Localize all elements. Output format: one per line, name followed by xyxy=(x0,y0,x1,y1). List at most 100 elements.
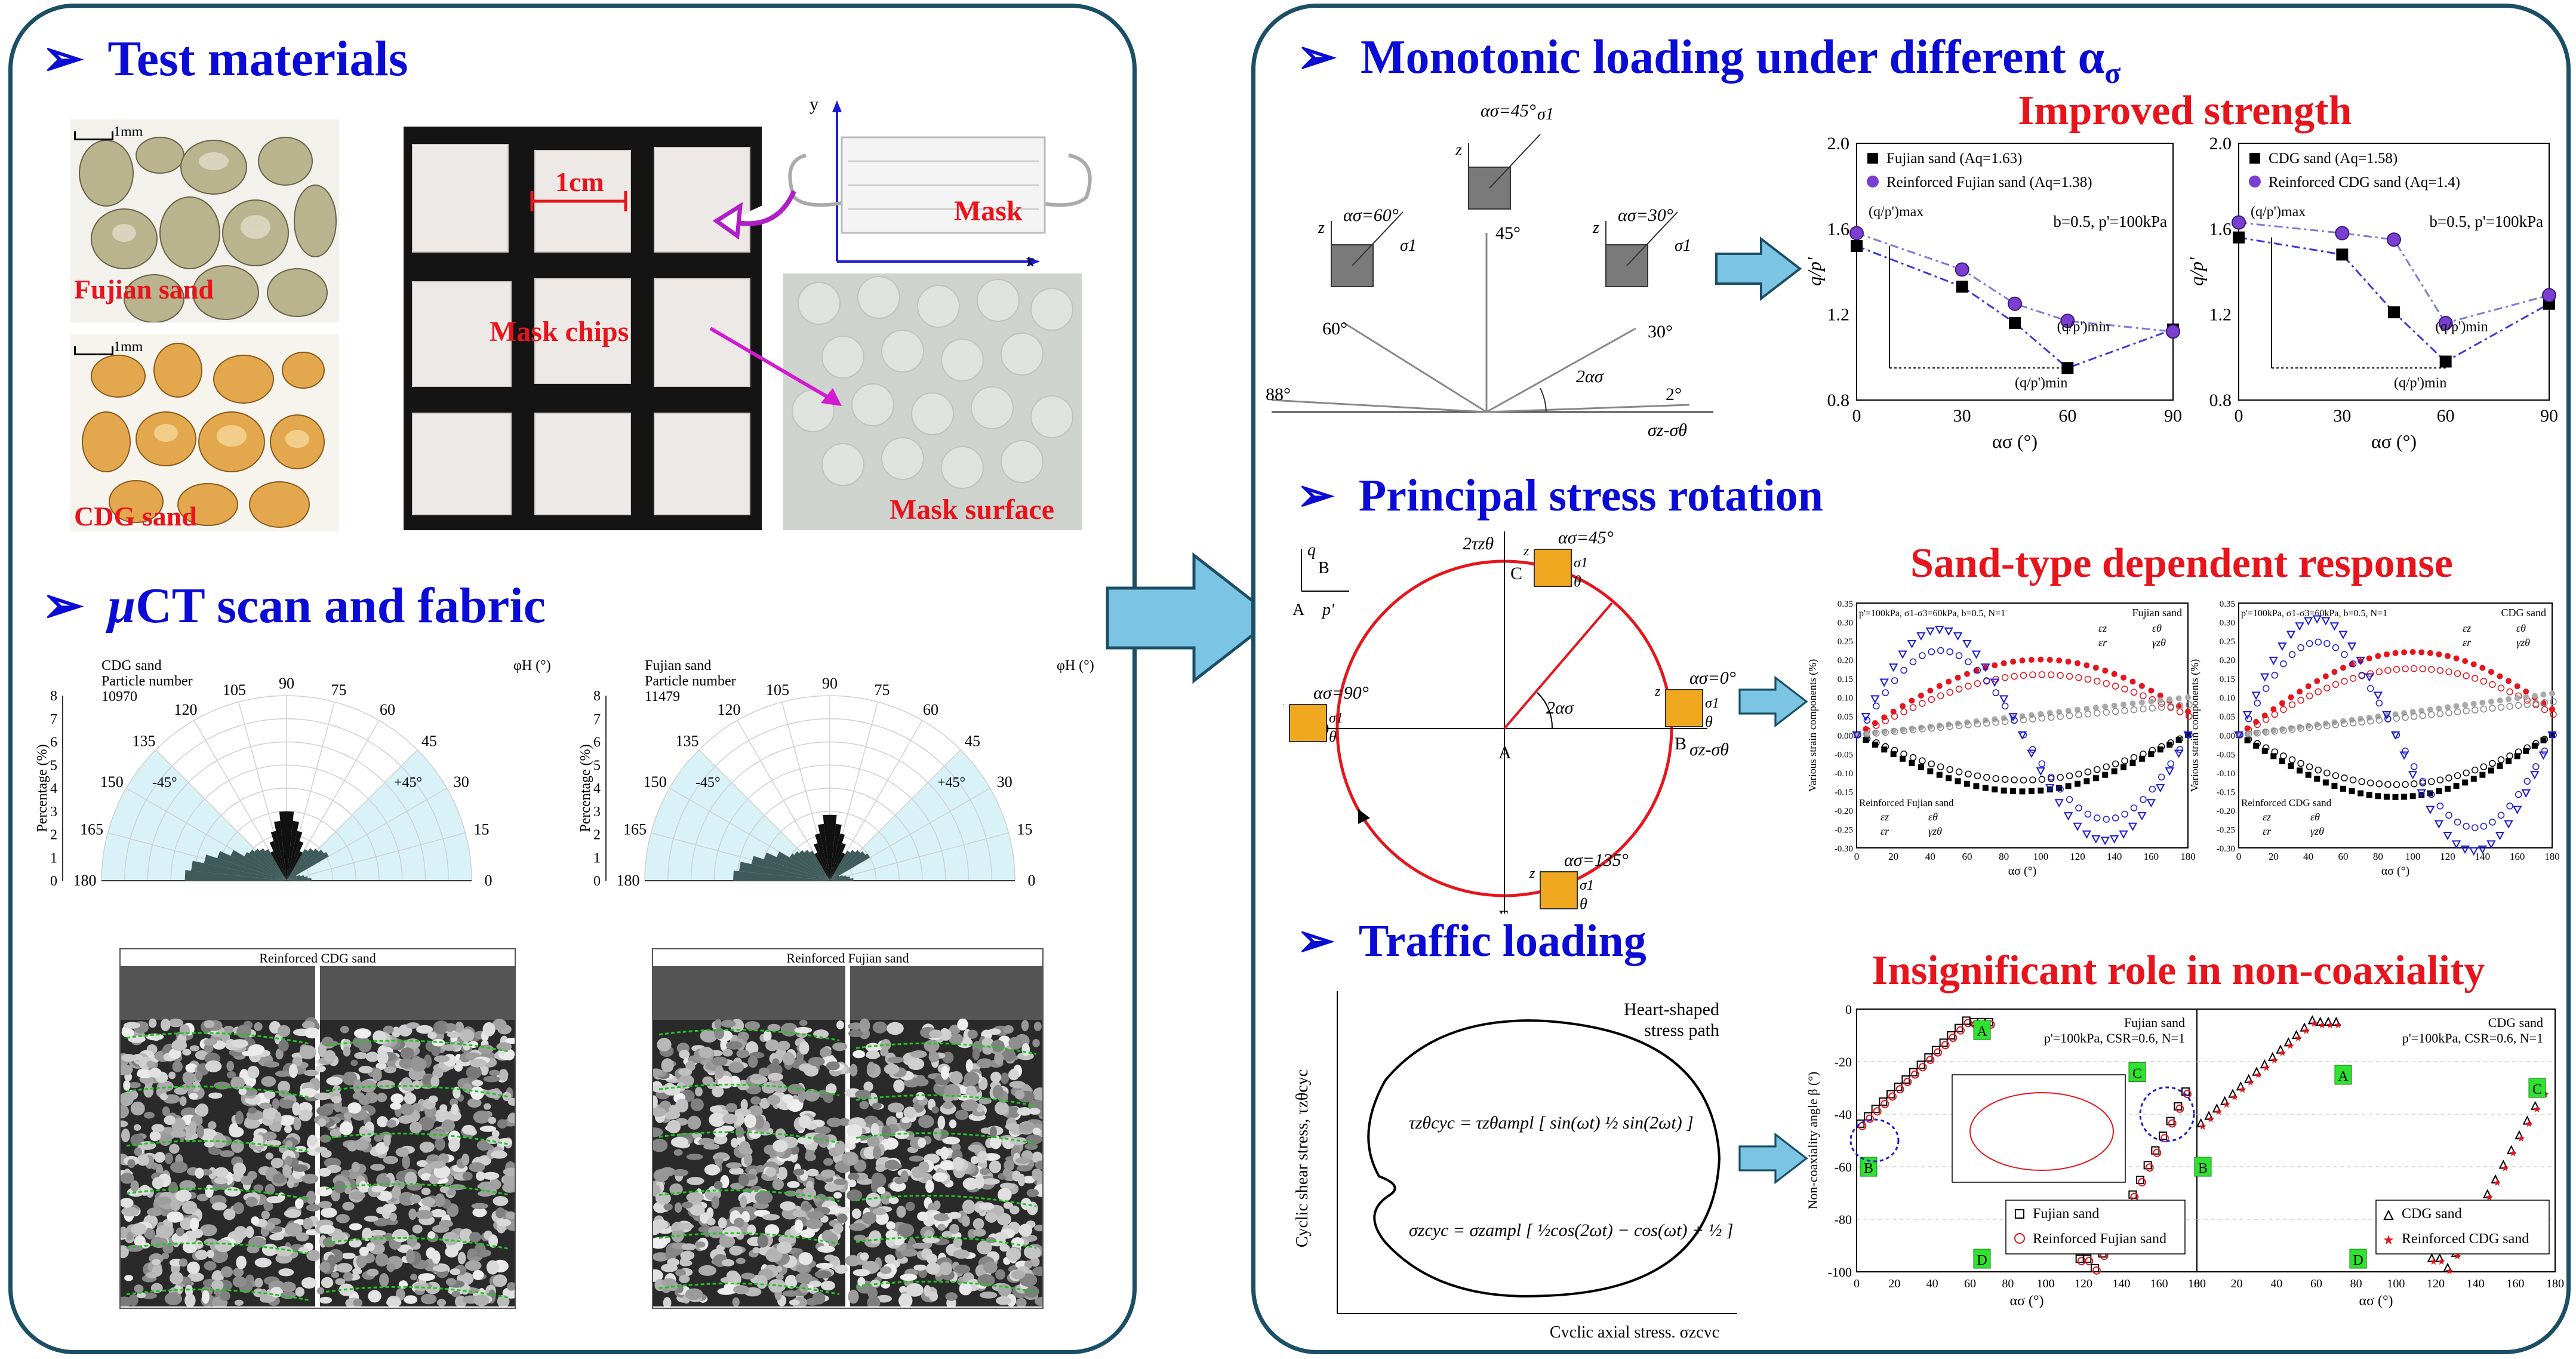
ct-particle xyxy=(208,1121,217,1130)
strain-point-reinforced xyxy=(1919,725,1926,733)
ct-particle xyxy=(695,1241,706,1248)
noncoax-point xyxy=(2268,1051,2278,1061)
ct-particle xyxy=(872,1207,887,1216)
ct-particle xyxy=(488,1234,498,1248)
traffic-eq2: σzcyc = σzampl [ ½cos(2ωt) − cos(ωt) + ½… xyxy=(1409,1220,1733,1240)
rose-bar xyxy=(830,843,846,881)
ct-particle xyxy=(845,1142,856,1150)
strain-point xyxy=(2375,793,2381,800)
strain-point xyxy=(2073,822,2082,831)
psr-alpha-label: ασ=45° xyxy=(1558,531,1614,548)
ct-particle xyxy=(143,1111,155,1119)
rose-bar xyxy=(287,850,324,881)
ct-particle xyxy=(799,1019,808,1026)
ct-particle xyxy=(352,1268,362,1275)
strain-point-reinforced xyxy=(2506,752,2513,760)
strain-point xyxy=(2128,822,2138,831)
strain-xtick: 80 xyxy=(1999,851,2009,862)
strain-point-reinforced xyxy=(1937,647,1944,654)
noncoax-ytick: -60 xyxy=(1835,1160,1852,1174)
ct-particle xyxy=(234,1299,244,1306)
strain-point xyxy=(2111,671,2118,677)
strain-point xyxy=(2497,673,2503,680)
strain-legend-top: εr xyxy=(2098,637,2107,648)
ct-particle xyxy=(940,1146,949,1160)
ct-mask-layer xyxy=(653,966,845,1020)
strain-point xyxy=(2138,699,2145,706)
ct-particle xyxy=(298,1109,312,1121)
rose-angle-label: 105 xyxy=(223,681,246,699)
ct-particle xyxy=(872,1173,887,1188)
noncoax-point xyxy=(1871,1105,1880,1114)
ct-particle xyxy=(972,1047,980,1060)
ct-particle xyxy=(470,1086,484,1100)
ct-particle xyxy=(794,1219,804,1234)
ct-particle xyxy=(870,1123,879,1137)
ct-particle xyxy=(867,1296,881,1306)
ct-mask-chip-outline xyxy=(855,1280,1037,1293)
ct-particle xyxy=(204,1260,217,1271)
strain-point-reinforced xyxy=(2020,672,2027,679)
noncoax-point xyxy=(2159,1132,2167,1140)
psr-element-block xyxy=(1289,704,1327,742)
ct-particle xyxy=(301,1020,315,1029)
strain-point xyxy=(2488,698,2494,705)
noncoax-point xyxy=(2252,1066,2261,1076)
strain-point-reinforced xyxy=(2341,678,2348,685)
rose-angle-label: 180 xyxy=(617,872,640,889)
ct-particle xyxy=(121,1028,134,1038)
ct-particle xyxy=(462,1172,473,1180)
ct-fujian-panel: Reinforced Fujian sand xyxy=(652,948,1044,1309)
strain-xtick: 40 xyxy=(2303,851,2313,862)
strain-point-reinforced xyxy=(2112,814,2119,822)
noncoax-point-reinforced xyxy=(1911,1070,1919,1079)
rose-bar xyxy=(204,854,287,881)
strain-point-reinforced xyxy=(2297,697,2304,704)
strain-point-reinforced xyxy=(2029,776,2036,783)
strain-ytick: 0.20 xyxy=(2220,656,2235,666)
ct-particle xyxy=(421,1197,436,1207)
psr-sigma1-label: σ1 xyxy=(1705,696,1719,711)
ct-particle xyxy=(266,1139,282,1147)
noncoax-point xyxy=(1916,1060,1925,1069)
ct-particle xyxy=(949,1033,964,1045)
ct-particle xyxy=(349,1191,366,1200)
noncoax-point xyxy=(2260,1059,2269,1069)
noncoax-highlight-ring xyxy=(2139,1086,2195,1142)
ct-particle xyxy=(275,1048,284,1060)
ct-particle xyxy=(981,1178,1000,1185)
strain-point xyxy=(2504,820,2513,829)
ct-particle xyxy=(340,1026,349,1034)
strain-point xyxy=(1990,678,1999,687)
ct-particle xyxy=(478,1191,493,1197)
rose-bar xyxy=(814,833,830,881)
rose-bar xyxy=(184,870,287,881)
ct-particle xyxy=(121,1120,128,1127)
rose-shade-right xyxy=(287,749,472,881)
noncoax-point-reinforced: ★ xyxy=(2246,1078,2254,1088)
ct-particle xyxy=(350,1059,358,1066)
strain-point-reinforced xyxy=(2176,702,2184,709)
strain-point xyxy=(2358,658,2364,665)
rose-ytick: 6 xyxy=(50,735,57,751)
rose-bar xyxy=(230,850,287,881)
strain-point-reinforced xyxy=(2020,716,2027,724)
ct-particle xyxy=(961,1215,970,1227)
noncoax-marker-box xyxy=(2128,1062,2146,1083)
ct-particle xyxy=(189,1045,200,1051)
noncoax-point xyxy=(2204,1111,2214,1120)
strain-point-reinforced xyxy=(1974,720,1981,728)
ct-mask-chip-outline xyxy=(658,1283,840,1296)
strain-point xyxy=(2322,779,2329,786)
ct-particle xyxy=(167,1211,184,1223)
noncoax-point xyxy=(1924,1053,1933,1062)
strain-point xyxy=(2083,705,2090,712)
psr-z-label: z xyxy=(1284,699,1285,714)
strain-point xyxy=(1973,783,1980,789)
qp-annot-min2: (q/p')min xyxy=(2015,376,2067,391)
rose-bar xyxy=(830,850,851,881)
strain-point-reinforced xyxy=(2428,711,2435,718)
qp-ylabel: q/p' xyxy=(2186,257,2207,286)
noncoax-legend-swatch: ★ xyxy=(2383,1232,2395,1247)
ct-particle xyxy=(767,1072,784,1081)
